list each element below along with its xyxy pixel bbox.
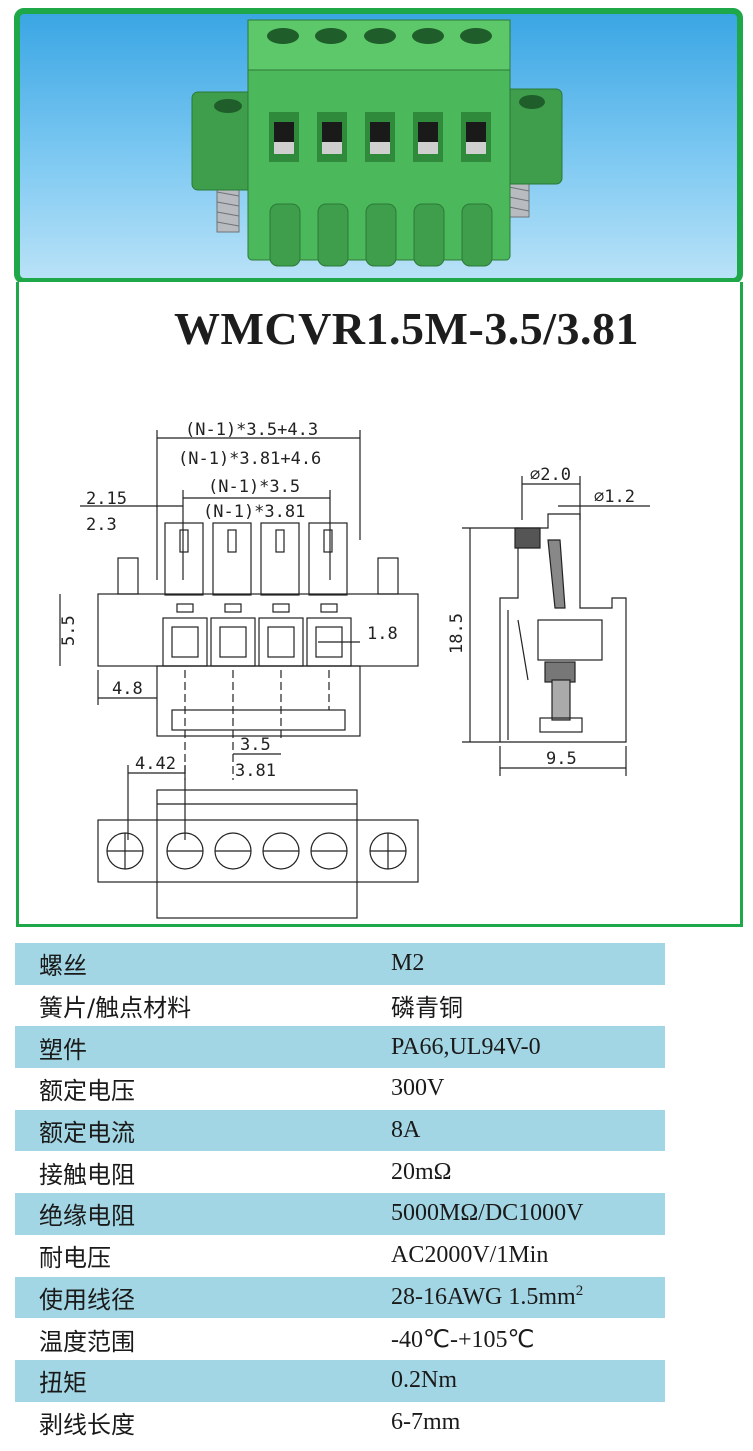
spec-value: 28-16AWG 1.5mm2 <box>369 1276 665 1319</box>
spec-key: 额定电流 <box>15 1109 369 1152</box>
spec-value: 8A <box>369 1109 665 1152</box>
connector-photo <box>191 19 563 267</box>
right-screw <box>508 178 530 218</box>
spec-key: 额定电压 <box>39 1077 135 1106</box>
top-screw-holes <box>267 28 492 44</box>
dim-slot: 1.8 <box>367 624 398 644</box>
spec-value-superscript: 2 <box>575 1283 584 1300</box>
dim-height: 5.5 <box>59 615 79 646</box>
spec-value: 5000MΩ/DC1000V <box>369 1193 665 1235</box>
dim-offset-b: 2.3 <box>86 515 117 535</box>
side-view: ∅2.0 ∅1.2 18.5 9.5 <box>447 465 650 776</box>
spec-value: 20mΩ <box>369 1151 665 1193</box>
dim-side-width: 9.5 <box>546 749 577 769</box>
spec-row: 绝缘电阻 5000MΩ/DC1000V <box>15 1193 665 1235</box>
dim-flange: 4.8 <box>112 679 143 699</box>
dim-pitch-a: 3.5 <box>240 735 271 755</box>
dim-side-height: 18.5 <box>447 613 467 654</box>
spec-key: 温度范围 <box>39 1327 135 1356</box>
left-screw <box>216 183 240 233</box>
dim-hole-offset: 4.42 <box>135 754 176 774</box>
spec-value-text: 磷青铜 <box>391 996 463 1023</box>
spec-row: 额定电流 8A <box>15 1109 665 1152</box>
dim-top-width-a: (N-1)*3.5+4.3 <box>185 420 318 440</box>
dim-offset-a: 2.15 <box>86 489 127 509</box>
spec-key: 耐电压 <box>39 1244 111 1273</box>
spec-key: 使用线径 <box>15 1276 369 1319</box>
spec-key: 接触电阻 <box>39 1160 135 1189</box>
product-photo-frame <box>14 8 743 284</box>
spec-key: 簧片/触点材料 <box>39 994 192 1023</box>
spec-row: 剥线长度 6-7mm <box>15 1402 665 1444</box>
model-title: WMCVR1.5M-3.5/3.81 <box>173 303 640 354</box>
spec-value-text: 8A <box>391 1117 421 1144</box>
spec-row: 耐电压 AC2000V/1Min <box>15 1235 665 1277</box>
spec-key: 塑件 <box>15 1026 369 1069</box>
spec-value: PA66,UL94V-0 <box>369 1026 665 1069</box>
spec-row: 簧片/触点材料 磷青铜 <box>15 985 665 1027</box>
bottom-view: 4.42 <box>97 754 419 919</box>
spec-value: 磷青铜 <box>369 985 665 1027</box>
spec-value: 0.2Nm <box>369 1359 665 1402</box>
spec-key: 螺丝 <box>15 943 369 985</box>
dim-dia-a: ∅2.0 <box>530 465 571 485</box>
spec-key: 绝缘电阻 <box>15 1193 369 1235</box>
spec-value: M2 <box>369 943 665 985</box>
spec-value: 6-7mm <box>369 1402 665 1444</box>
spec-value-text: 20mΩ <box>391 1158 452 1185</box>
dim-top-width-b: (N-1)*3.81+4.6 <box>178 449 321 469</box>
front-view <box>97 522 419 780</box>
spec-value-text: AC2000V/1Min <box>391 1242 549 1269</box>
spec-row: 接触电阻 20mΩ <box>15 1151 665 1193</box>
dim-pitch-b: 3.81 <box>235 761 276 781</box>
spec-value-text: M2 <box>391 950 425 977</box>
spec-value-text: 0.2Nm <box>391 1367 457 1394</box>
wire-entry-slots <box>269 112 491 162</box>
spec-value-text: 28-16AWG 1.5mm <box>391 1284 576 1311</box>
spec-value-text: 6-7mm <box>391 1408 461 1435</box>
spec-value: -40℃-+105℃ <box>369 1318 665 1360</box>
spec-value-text: 5000MΩ/DC1000V <box>391 1200 584 1227</box>
dim-dia-b: ∅1.2 <box>594 487 635 507</box>
spec-value-text: -40℃-+105℃ <box>391 1326 535 1353</box>
dim-pitch-sum-b: (N-1)*3.81 <box>203 502 305 522</box>
dim-pitch-sum-a: (N-1)*3.5 <box>208 477 300 497</box>
spec-value-text: PA66,UL94V-0 <box>391 1033 541 1060</box>
spec-value: 300V <box>369 1068 665 1110</box>
spec-value: AC2000V/1Min <box>369 1235 665 1277</box>
spec-row: 扭矩 0.2Nm <box>15 1359 665 1402</box>
spec-row: 螺丝 M2 <box>15 943 665 985</box>
technical-drawing: (N-1)*3.5+4.3 (N-1)*3.81+4.6 (N-1)*3.5 (… <box>59 420 650 919</box>
spec-table: 螺丝 M2 簧片/触点材料 磷青铜塑件 PA66,UL94V-0 额定电压 300V 额定电流… <box>15 943 665 1443</box>
spec-row: 塑件 PA66,UL94V-0 <box>15 1026 665 1069</box>
spec-key: 扭矩 <box>15 1359 369 1402</box>
spec-row: 额定电压 300V <box>15 1068 665 1110</box>
spec-key: 剥线长度 <box>39 1410 135 1439</box>
spec-value-text: 300V <box>391 1075 445 1102</box>
bottom-pins <box>269 203 493 267</box>
spec-row: 温度范围 -40℃-+105℃ <box>15 1318 665 1360</box>
